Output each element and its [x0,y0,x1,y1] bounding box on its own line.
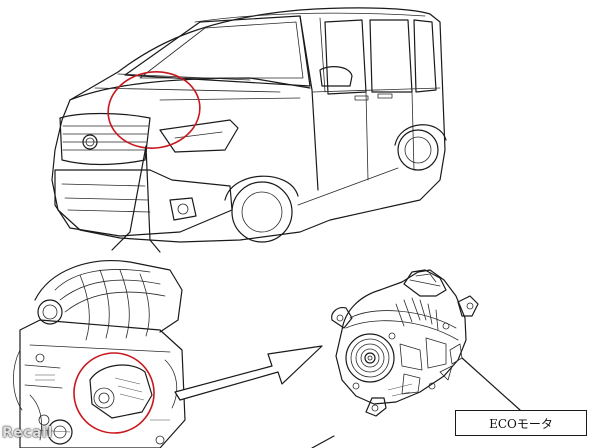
hood-highlight-circle [107,71,201,149]
eco-motor-drawing [331,269,479,417]
eco-motor-leader-line [461,357,521,411]
hood-to-engine-callout [111,145,161,253]
eco-motor-label-box: ECOモータ [455,410,587,436]
engine-highlight-circle [73,352,155,434]
eco-motor-label: ECOモータ [489,416,553,431]
lower-callout-arrow [311,435,335,448]
vehicle-drawing [51,7,447,243]
engine-alternator-small [89,364,153,419]
arrow-engine-to-part [174,345,323,401]
watermark-logo: Recall [2,425,53,441]
engine-drawing [13,260,186,448]
